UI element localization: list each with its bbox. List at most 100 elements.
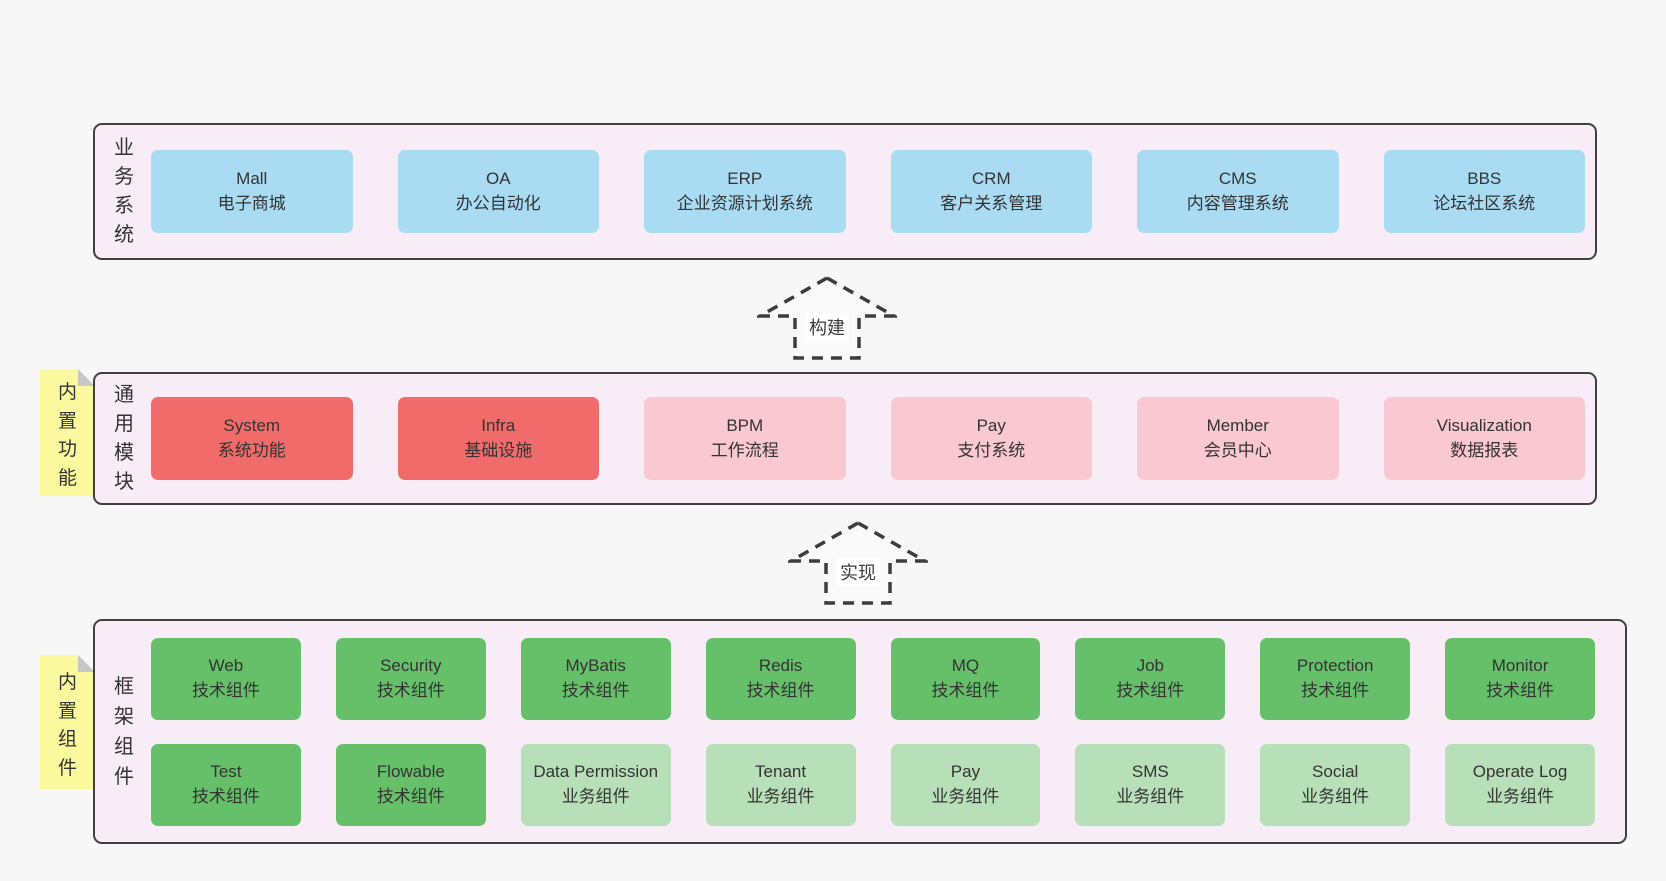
box-subtitle: 会员中心 — [1203, 440, 1272, 460]
box-subtitle: 技术组件 — [746, 680, 815, 700]
box-title: Monitor — [1491, 655, 1549, 675]
box-erp: ERP 企业资源计划系统 — [644, 150, 846, 233]
box-social: Social 业务组件 — [1260, 743, 1411, 826]
arrow-implement-label: 实现 — [836, 558, 880, 586]
box-title: OA — [485, 168, 511, 188]
box-title: Redis — [758, 655, 803, 675]
box-subtitle: 技术组件 — [1301, 680, 1370, 700]
box-subtitle: 技术组件 — [1486, 680, 1555, 700]
box-protection: Protection 技术组件 — [1260, 637, 1411, 720]
box-title: Data Permission — [533, 761, 659, 781]
box-title: Visualization — [1436, 415, 1532, 435]
sticky-note-built-in-components: 内置组件 — [40, 655, 95, 789]
box-title: Protection — [1296, 655, 1374, 675]
box-subtitle: 系统功能 — [217, 440, 286, 460]
component-rows: Web 技术组件 Security 技术组件 MyBatis 技术组件 Redi… — [151, 637, 1625, 826]
box-title: Job — [1136, 655, 1165, 675]
box-subtitle: 内容管理系统 — [1186, 193, 1289, 213]
arrow-build-up: 构建 — [757, 276, 897, 360]
arrow-implement-up: 实现 — [788, 521, 928, 605]
box-redis: Redis 技术组件 — [705, 637, 856, 720]
box-title: Mall — [236, 168, 268, 188]
box-title: Operate Log — [1472, 761, 1568, 781]
sticky-note-text: 内置组件 — [57, 672, 77, 779]
box-title: ERP — [727, 168, 763, 188]
box-subtitle: 基础设施 — [464, 440, 533, 460]
box-title: Infra — [481, 415, 516, 435]
box-visualization: Visualization 数据报表 — [1383, 397, 1585, 480]
box-subtitle: 业务组件 — [561, 786, 630, 806]
box-title: System — [223, 415, 281, 435]
box-subtitle: 业务组件 — [1486, 786, 1555, 806]
box-subtitle: 论坛社区系统 — [1433, 193, 1536, 213]
box-oa: OA 办公自动化 — [397, 150, 599, 233]
layer-label-business: 业务系统 — [114, 136, 134, 246]
box-title: BPM — [726, 415, 764, 435]
box-subtitle: 技术组件 — [191, 680, 260, 700]
box-title: Security — [380, 655, 442, 675]
box-subtitle: 技术组件 — [376, 786, 445, 806]
box-title: MQ — [951, 655, 980, 675]
box-system: System 系统功能 — [151, 397, 353, 480]
box-pay-module: Pay 支付系统 — [890, 397, 1092, 480]
box-mall: Mall 电子商城 — [151, 150, 353, 233]
box-crm: CRM 客户关系管理 — [890, 150, 1092, 233]
box-sms: SMS 业务组件 — [1075, 743, 1226, 826]
layer-label-modules: 通用模块 — [114, 383, 134, 493]
box-subtitle: 业务组件 — [1116, 786, 1185, 806]
box-title: Pay — [976, 415, 1006, 435]
box-title: Member — [1206, 415, 1269, 435]
box-subtitle: 技术组件 — [561, 680, 630, 700]
box-title: Pay — [950, 761, 981, 781]
box-title: MyBatis — [565, 655, 626, 675]
box-tenant: Tenant 业务组件 — [705, 743, 856, 826]
box-title: Web — [208, 655, 244, 675]
box-web: Web 技术组件 — [151, 637, 301, 720]
layer-common-modules: 通用模块 System 系统功能 Infra 基础设施 BPM 工作流程 Pay… — [93, 372, 1597, 505]
box-member: Member 会员中心 — [1137, 397, 1339, 480]
box-mq: MQ 技术组件 — [890, 637, 1041, 720]
box-subtitle: 工作流程 — [710, 440, 779, 460]
box-subtitle: 技术组件 — [1116, 680, 1185, 700]
box-mybatis: MyBatis 技术组件 — [520, 637, 671, 720]
box-data-permission: Data Permission 业务组件 — [520, 743, 671, 826]
box-subtitle: 数据报表 — [1450, 440, 1519, 460]
box-title: CRM — [971, 168, 1011, 188]
box-subtitle: 业务组件 — [746, 786, 815, 806]
box-title: Flowable — [376, 761, 445, 781]
box-test: Test 技术组件 — [151, 743, 301, 826]
layer-business-systems: 业务系统 Mall 电子商城 OA 办公自动化 ERP 企业资源计划系统 CRM… — [93, 123, 1597, 260]
box-title: SMS — [1131, 761, 1169, 781]
arrow-build-label: 构建 — [805, 313, 849, 341]
box-subtitle: 业务组件 — [931, 786, 1000, 806]
box-subtitle: 办公自动化 — [455, 193, 541, 213]
box-subtitle: 技术组件 — [376, 680, 445, 700]
box-title: BBS — [1467, 168, 1502, 188]
box-subtitle: 技术组件 — [191, 786, 260, 806]
biz-components-row: Test 技术组件 Flowable 技术组件 Data Permission … — [151, 743, 1595, 826]
box-subtitle: 电子商城 — [217, 193, 286, 213]
box-flowable: Flowable 技术组件 — [335, 743, 486, 826]
box-title: Tenant — [755, 761, 807, 781]
box-title: CMS — [1218, 168, 1257, 188]
box-monitor: Monitor 技术组件 — [1445, 637, 1595, 720]
box-subtitle: 技术组件 — [931, 680, 1000, 700]
business-boxes-row: Mall 电子商城 OA 办公自动化 ERP 企业资源计划系统 CRM 客户关系… — [151, 150, 1595, 233]
box-infra: Infra 基础设施 — [397, 397, 599, 480]
sticky-note-text: 内置功能 — [57, 382, 77, 489]
box-bbs: BBS 论坛社区系统 — [1383, 150, 1585, 233]
box-subtitle: 企业资源计划系统 — [676, 193, 813, 213]
box-title: Social — [1312, 761, 1359, 781]
box-bpm: BPM 工作流程 — [644, 397, 846, 480]
box-pay-component: Pay 业务组件 — [890, 743, 1041, 826]
box-subtitle: 支付系统 — [957, 440, 1026, 460]
tech-components-row: Web 技术组件 Security 技术组件 MyBatis 技术组件 Redi… — [151, 637, 1595, 720]
box-subtitle: 客户关系管理 — [940, 193, 1043, 213]
layer-label-components: 框架组件 — [114, 675, 134, 788]
sticky-note-built-in-features: 内置功能 — [40, 369, 95, 496]
box-title: Test — [210, 761, 242, 781]
module-boxes-row: System 系统功能 Infra 基础设施 BPM 工作流程 Pay 支付系统… — [151, 397, 1595, 480]
box-cms: CMS 内容管理系统 — [1137, 150, 1339, 233]
box-subtitle: 业务组件 — [1301, 786, 1370, 806]
